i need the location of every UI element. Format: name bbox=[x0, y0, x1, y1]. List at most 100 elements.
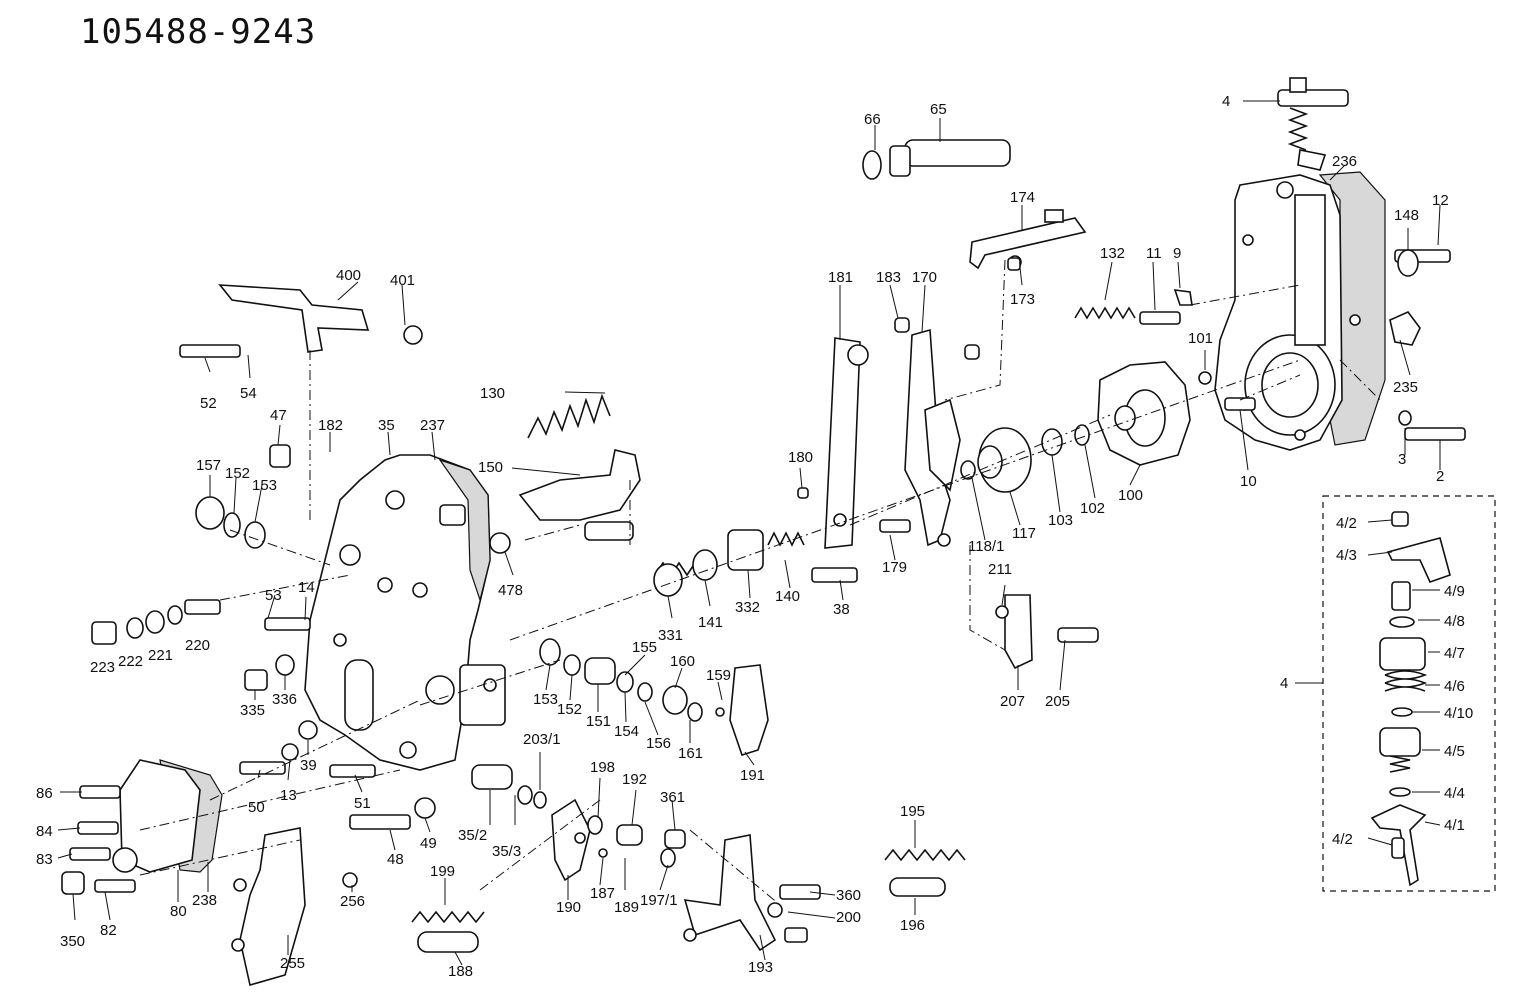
label-235: 235 bbox=[1393, 379, 1418, 396]
label-196: 196 bbox=[900, 917, 925, 934]
label-154: 154 bbox=[614, 723, 639, 740]
pump-housing bbox=[304, 454, 506, 771]
label-256: 256 bbox=[340, 893, 365, 910]
label-4-8: 4/8 bbox=[1444, 613, 1465, 630]
label-198: 198 bbox=[590, 759, 615, 776]
drawing-number: 105488-9243 bbox=[80, 12, 317, 52]
label-100: 100 bbox=[1118, 487, 1143, 504]
label-4-2-upper: 4/2 bbox=[1336, 515, 1357, 532]
label-52: 52 bbox=[200, 395, 217, 412]
lever-190 bbox=[551, 798, 591, 882]
label-332: 332 bbox=[735, 599, 760, 616]
label-188: 188 bbox=[448, 963, 473, 980]
label-2: 2 bbox=[1436, 468, 1444, 485]
label-54: 54 bbox=[240, 385, 257, 402]
label-478: 478 bbox=[498, 582, 523, 599]
label-141: 141 bbox=[698, 614, 723, 631]
label-14: 14 bbox=[298, 579, 315, 596]
lever-174 bbox=[969, 209, 1087, 270]
label-153-upper: 153 bbox=[252, 477, 277, 494]
label-193: 193 bbox=[748, 959, 773, 976]
label-192: 192 bbox=[622, 771, 647, 788]
label-151: 151 bbox=[586, 713, 611, 730]
label-84: 84 bbox=[36, 823, 53, 840]
label-191: 191 bbox=[740, 767, 765, 784]
label-13: 13 bbox=[280, 787, 297, 804]
label-155: 155 bbox=[632, 639, 657, 656]
label-103: 103 bbox=[1048, 512, 1073, 529]
label-236: 236 bbox=[1332, 153, 1357, 170]
label-190: 190 bbox=[556, 899, 581, 916]
label-179: 179 bbox=[882, 559, 907, 576]
label-195: 195 bbox=[900, 803, 925, 820]
label-48: 48 bbox=[387, 851, 404, 868]
label-35-3: 35/3 bbox=[492, 843, 521, 860]
label-207: 207 bbox=[1000, 693, 1025, 710]
label-153-lower: 153 bbox=[533, 691, 558, 708]
label-86: 86 bbox=[36, 785, 53, 802]
detail-4-parts bbox=[1370, 511, 1451, 887]
label-336: 336 bbox=[272, 691, 297, 708]
label-238: 238 bbox=[192, 892, 217, 909]
label-222: 222 bbox=[118, 653, 143, 670]
label-335: 335 bbox=[240, 702, 265, 719]
label-360: 360 bbox=[836, 887, 861, 904]
label-189: 189 bbox=[614, 899, 639, 916]
label-49: 49 bbox=[420, 835, 437, 852]
label-4-9: 4/9 bbox=[1444, 583, 1465, 600]
label-187: 187 bbox=[590, 885, 615, 902]
label-205: 205 bbox=[1045, 693, 1070, 710]
label-4-5: 4/5 bbox=[1444, 743, 1465, 760]
label-51: 51 bbox=[354, 795, 371, 812]
guide-lever-170 bbox=[904, 328, 961, 547]
tension-lever-181 bbox=[824, 337, 869, 549]
label-152-lower: 152 bbox=[557, 701, 582, 718]
label-82: 82 bbox=[100, 922, 117, 939]
spring-130 bbox=[527, 393, 611, 439]
label-180: 180 bbox=[788, 449, 813, 466]
label-255: 255 bbox=[280, 955, 305, 972]
lever-191 bbox=[729, 664, 769, 756]
lever-193 bbox=[683, 834, 808, 952]
label-65: 65 bbox=[930, 101, 947, 118]
label-117: 117 bbox=[1012, 525, 1036, 542]
label-160: 160 bbox=[670, 653, 695, 670]
label-173: 173 bbox=[1010, 291, 1035, 308]
label-211: 211 bbox=[988, 561, 1012, 578]
bolts bbox=[69, 249, 1466, 900]
label-174: 174 bbox=[1010, 189, 1035, 206]
label-183: 183 bbox=[876, 269, 901, 286]
spring-195 bbox=[884, 848, 966, 862]
pin-65 bbox=[862, 139, 1011, 180]
label-102: 102 bbox=[1080, 500, 1105, 517]
label-66: 66 bbox=[864, 111, 881, 128]
label-4: 4 bbox=[1222, 93, 1230, 110]
label-101: 101 bbox=[1188, 330, 1213, 347]
label-350: 350 bbox=[60, 933, 85, 950]
label-4-6: 4/6 bbox=[1444, 678, 1465, 695]
label-152-upper: 152 bbox=[225, 465, 250, 482]
label-35: 35 bbox=[378, 417, 395, 434]
label-4-1: 4/1 bbox=[1444, 817, 1465, 834]
label-199: 199 bbox=[430, 863, 455, 880]
label-83: 83 bbox=[36, 851, 53, 868]
part-labels: 4 236 148 12 66 65 174 132 11 9 181 183 … bbox=[36, 93, 1473, 980]
label-223: 223 bbox=[90, 659, 115, 676]
label-35-2: 35/2 bbox=[458, 827, 487, 844]
spring-140 bbox=[767, 531, 805, 547]
sleeve-188 bbox=[417, 931, 479, 953]
label-4-4: 4/4 bbox=[1444, 785, 1465, 802]
label-203-1: 203/1 bbox=[523, 731, 561, 748]
label-221: 221 bbox=[148, 647, 173, 664]
label-220: 220 bbox=[185, 637, 210, 654]
label-159: 159 bbox=[706, 667, 731, 684]
label-156: 156 bbox=[646, 735, 671, 752]
label-10: 10 bbox=[1240, 473, 1257, 490]
label-39: 39 bbox=[300, 757, 317, 774]
lever-207 bbox=[1004, 594, 1099, 670]
label-200: 200 bbox=[836, 909, 861, 926]
label-3: 3 bbox=[1398, 451, 1406, 468]
spring-199 bbox=[411, 910, 485, 924]
label-53: 53 bbox=[265, 587, 282, 604]
